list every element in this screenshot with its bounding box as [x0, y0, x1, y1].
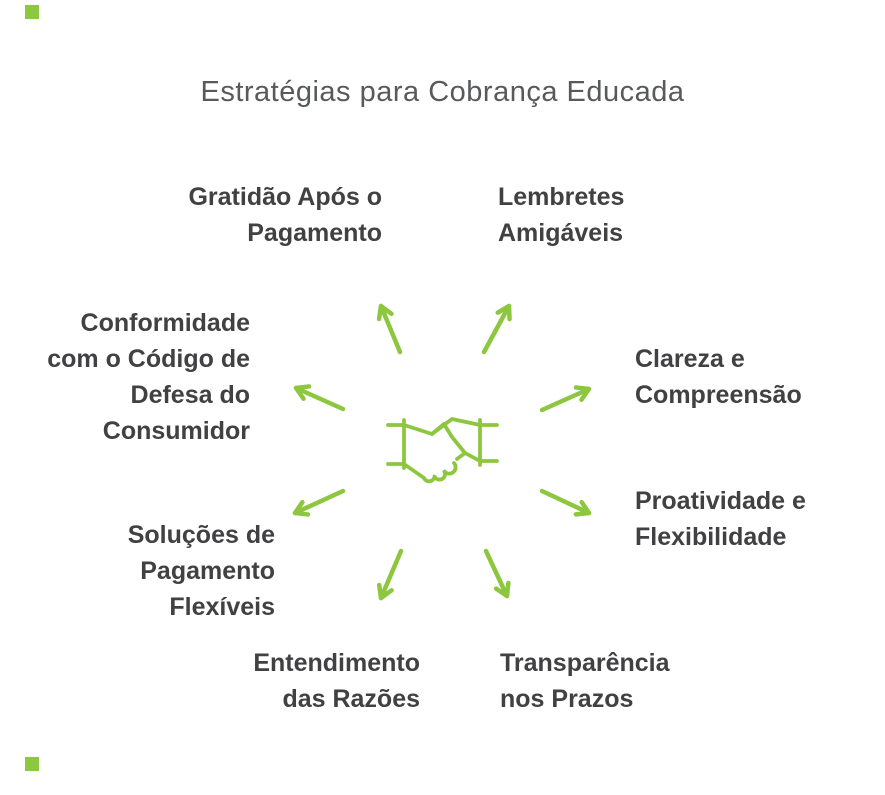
arrow-right-lower [539, 488, 592, 517]
arrow-right-upper [539, 385, 592, 413]
arrow-bottom-left [376, 548, 404, 601]
arrow-bottom-right [483, 548, 511, 599]
arrow-left-upper [293, 384, 346, 412]
corner-marker-top [25, 5, 39, 19]
handshake-icon [386, 417, 499, 484]
node-label-conformidade-codigo-defesa: Conformidade com o Código de Defesa do C… [47, 309, 250, 445]
corner-marker-bottom [25, 757, 39, 771]
node-label-clareza-e-compreensao: Clareza e Compreensão [635, 345, 802, 409]
node-label-solucoes-pagamento-flexiveis: Soluções de Pagamento Flexíveis [127, 521, 275, 621]
node-label-entendimento-das-razoes: Entendimento das Razões [253, 649, 420, 713]
node-label-lembretes-amigaveis: Lembretes Amigáveis [498, 183, 625, 247]
node-label-transparencia-nos-prazos: Transparência nos Prazos [500, 649, 670, 713]
arrow-left-lower [292, 488, 346, 517]
arrow-top-right [481, 303, 512, 355]
arrow-top-left [376, 303, 403, 355]
node-label-proatividade-e-flexibilidade: Proatividade e Flexibilidade [635, 487, 806, 551]
page-title: Estratégias para Cobrança Educada [200, 76, 685, 108]
node-label-gratidao-apos-o-pagamento: Gratidão Após o Pagamento [188, 183, 382, 247]
